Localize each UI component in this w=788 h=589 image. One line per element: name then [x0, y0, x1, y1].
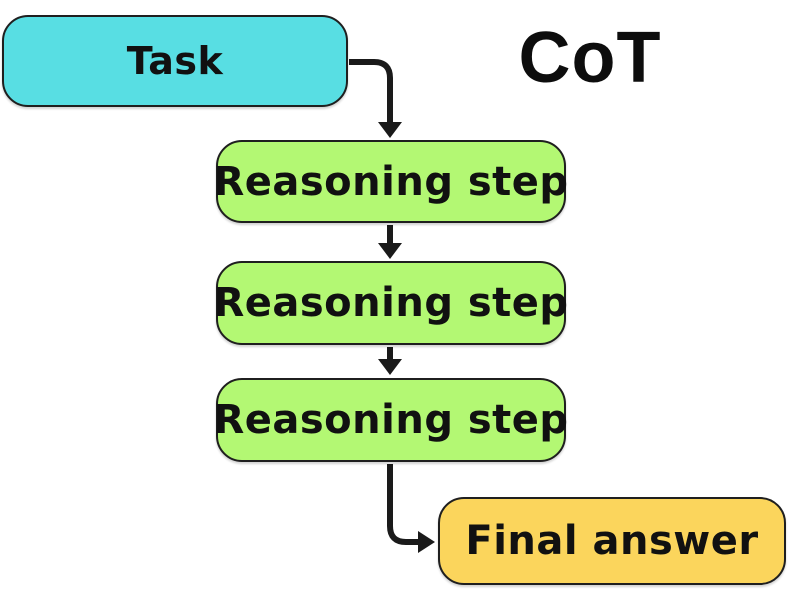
task-node: Task — [2, 15, 348, 107]
final-answer-label: Final answer — [465, 518, 759, 564]
final-answer-node: Final answer — [438, 497, 786, 585]
reasoning-step-3-node: Reasoning step — [213, 378, 569, 462]
diagram-title: CoT — [518, 18, 662, 98]
reasoning-step-2-label: Reasoning step — [213, 280, 569, 326]
arrow-task-to-step1 — [349, 59, 402, 138]
reasoning-step-1-label: Reasoning step — [213, 158, 569, 205]
arrow-step3-to-final — [387, 464, 435, 553]
reasoning-step-3-label: Reasoning step — [213, 397, 569, 443]
reasoning-step-1-node: Reasoning step — [213, 140, 569, 223]
arrow-step1-to-step2 — [378, 225, 402, 259]
arrow-step2-to-step3 — [378, 347, 402, 375]
task-label: Task — [126, 39, 224, 83]
reasoning-step-2-node: Reasoning step — [213, 261, 569, 345]
